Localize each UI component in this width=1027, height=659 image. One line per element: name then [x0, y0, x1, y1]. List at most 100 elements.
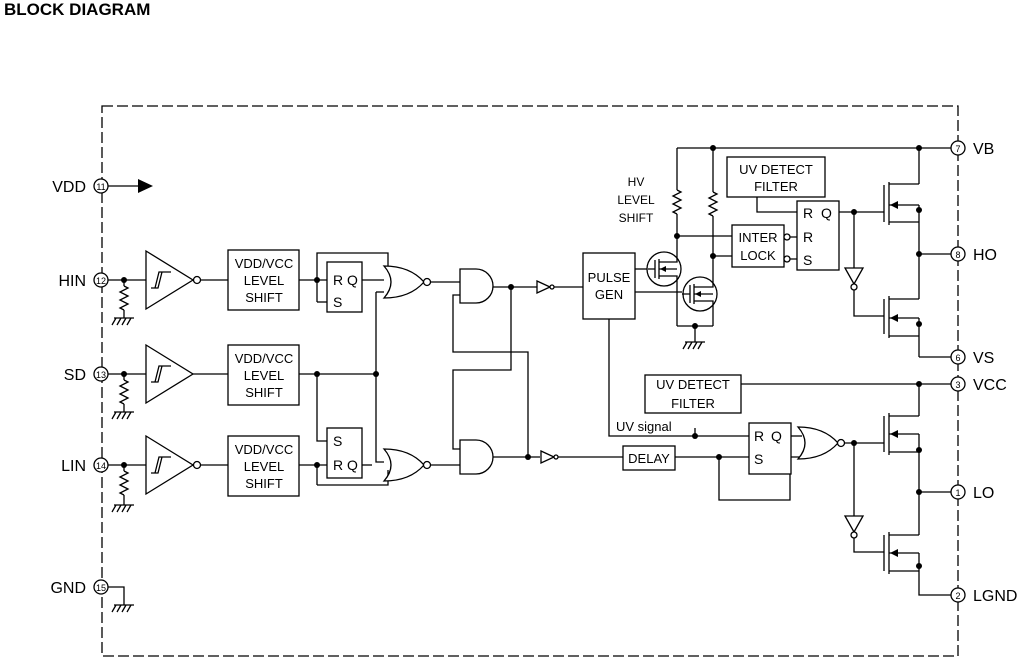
pin-lgnd: 2 LGND [950, 587, 1017, 605]
ground-icon [682, 341, 706, 350]
rs-latch-lowside: R Q S [748, 422, 792, 475]
and-gate-high [459, 268, 540, 304]
nor-gate-low [382, 448, 460, 482]
mosfet-high-lower-icon [883, 296, 919, 338]
rs-latch-highside: R Q R S [796, 200, 840, 271]
svg-text:SHIFT: SHIFT [245, 476, 283, 491]
svg-text:S: S [333, 294, 342, 310]
ground-icon [111, 504, 135, 513]
svg-text:VDD/VCC: VDD/VCC [235, 442, 294, 457]
wire-sd-s [316, 374, 327, 442]
svg-text:7: 7 [955, 144, 960, 154]
pin-number-11: 11 [96, 182, 105, 192]
pin-label-vs: VS [973, 350, 994, 367]
svg-text:LEVEL: LEVEL [244, 368, 284, 383]
uv-detect-filter-low: UV DETECT FILTER [644, 374, 742, 414]
inverter-highside [843, 267, 884, 317]
pin-lo: 1 LO [950, 484, 994, 502]
svg-text:LEVEL: LEVEL [244, 459, 284, 474]
pulldown-resistor-icon [119, 379, 129, 405]
supply-arrow-icon [138, 179, 153, 193]
pin-hin: HIN 12 [58, 272, 146, 326]
pin-gnd: GND 15 [50, 579, 135, 613]
nor-gate-high [382, 265, 460, 299]
svg-text:UV DETECT: UV DETECT [656, 377, 730, 392]
package-outline [101, 105, 959, 657]
pin-label-lin: LIN [61, 458, 86, 475]
svg-text:HV: HV [628, 175, 645, 189]
pin-number-12: 12 [96, 276, 106, 286]
pin-vcc: 3 VCC [950, 376, 1007, 394]
svg-text:LEVEL: LEVEL [617, 193, 655, 207]
svg-text:Q: Q [821, 205, 832, 221]
pin-vdd: VDD 11 [52, 178, 153, 196]
pin-number-14: 14 [96, 461, 106, 471]
svg-text:SHIFT: SHIFT [619, 211, 654, 225]
buffer-high [536, 279, 583, 295]
interlock-block: INTER LOCK [731, 224, 785, 268]
rs-latch-high: R Q S [326, 261, 363, 313]
schmitt-buffer-lin [145, 434, 228, 496]
svg-text:3: 3 [955, 380, 960, 390]
svg-text:GEN: GEN [595, 287, 623, 302]
level-shift-sd: VDD/VCC LEVEL SHIFT [227, 344, 300, 406]
pin-number-15: 15 [96, 583, 106, 593]
pin-label-hin: HIN [58, 273, 86, 290]
rs-latch-low: S R Q [326, 427, 363, 479]
svg-text:Q: Q [347, 272, 358, 288]
svg-text:Q: Q [771, 428, 782, 444]
pin-ho: 8 HO [950, 246, 997, 264]
pulldown-resistor-icon [119, 470, 129, 496]
svg-text:R: R [333, 457, 343, 473]
delay-block: DELAY [622, 445, 676, 471]
svg-text:PULSE: PULSE [588, 270, 631, 285]
svg-text:VDD/VCC: VDD/VCC [235, 351, 294, 366]
svg-text:R: R [803, 205, 813, 221]
mosfet-low-upper-icon [883, 413, 919, 455]
pin-vs: 6 VS [950, 349, 994, 367]
pin-number-13: 13 [96, 370, 106, 380]
svg-text:INTER: INTER [739, 230, 778, 245]
pin-label-vcc: VCC [973, 377, 1007, 394]
svg-text:UV DETECT: UV DETECT [739, 162, 813, 177]
schmitt-buffer-hin [145, 249, 228, 311]
nor-gate-lowside [796, 426, 884, 460]
svg-text:VDD/VCC: VDD/VCC [235, 256, 294, 271]
pin-label-lo: LO [973, 485, 994, 502]
pin-label-ho: HO [973, 247, 997, 264]
mosfet-low-lower-icon [883, 532, 919, 574]
hv-mosfet-2-icon [682, 256, 718, 326]
svg-text:FILTER: FILTER [671, 396, 715, 411]
inverter-lowside [843, 515, 884, 553]
svg-text:1: 1 [955, 488, 960, 498]
svg-text:6: 6 [955, 353, 960, 363]
svg-text:LOCK: LOCK [740, 248, 776, 263]
ground-icon [111, 317, 135, 326]
svg-text:SHIFT: SHIFT [245, 385, 283, 400]
svg-text:SHIFT: SHIFT [245, 290, 283, 305]
ground-icon [111, 411, 135, 420]
pin-label-sd: SD [64, 367, 86, 384]
level-shift-lin: VDD/VCC LEVEL SHIFT [227, 435, 300, 497]
pin-lin: LIN 14 [61, 457, 146, 513]
svg-text:R: R [803, 229, 813, 245]
uv-detect-filter-high: UV DETECT FILTER [726, 156, 826, 198]
pin-label-vb: VB [973, 141, 994, 158]
ground-icon [111, 604, 135, 613]
svg-text:S: S [333, 433, 342, 449]
svg-text:2: 2 [955, 591, 960, 601]
schmitt-buffer-sd [145, 343, 228, 405]
svg-text:8: 8 [955, 250, 960, 260]
pin-vb: 7 VB [950, 140, 994, 158]
level-shift-hin: VDD/VCC LEVEL SHIFT [227, 249, 300, 311]
buffer-low [540, 449, 623, 465]
mosfet-high-upper-icon [883, 182, 919, 225]
hv-level-shift-label: HV LEVEL SHIFT [617, 175, 655, 225]
pin-label-lgnd: LGND [973, 588, 1017, 605]
svg-text:LEVEL: LEVEL [244, 273, 284, 288]
svg-text:FILTER: FILTER [754, 179, 798, 194]
pulldown-resistor-icon [119, 285, 129, 311]
page-title: BLOCK DIAGRAM [4, 0, 151, 19]
hv-resistor-icon [672, 189, 682, 215]
